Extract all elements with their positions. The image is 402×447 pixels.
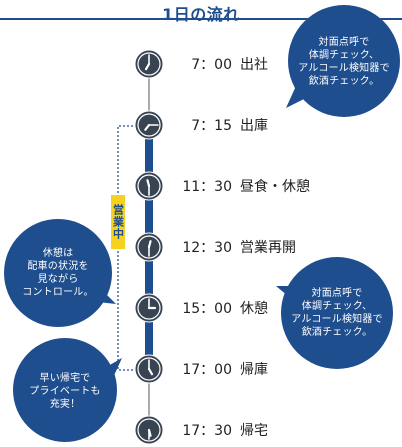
bubble-check-top-shape [288, 5, 400, 117]
schedule-time: 12：30 [182, 240, 232, 256]
bubble-check-bottom-tail [276, 286, 294, 296]
bubble-check-top-tail [286, 86, 306, 108]
schedule-row: 15：00 休憩 [0, 293, 402, 323]
schedule-time: 17：30 [182, 423, 232, 439]
working-label: 営業中 [111, 195, 125, 249]
bubble-home-shape [13, 338, 117, 442]
bubble-rest-tail [98, 292, 116, 304]
bubble-home: 早い帰宅で プライベートも 充実！ [29, 372, 101, 410]
schedule-event: 昼食・休憩 [240, 179, 310, 195]
schedule-time: 7：00 [191, 57, 232, 73]
clock-icon [134, 415, 164, 445]
schedule-row: 7：15 出庫 [0, 110, 402, 140]
title-rule [0, 18, 402, 20]
bubble-check-bottom: 対面点呼で 体調チェック、 アルコール検知器で 飲酒チェック。 [291, 288, 383, 338]
schedule-event: 休憩 [240, 301, 268, 317]
bubble-check-top: 対面点呼で 体調チェック、 アルコール検知器で 飲酒チェック。 [298, 37, 390, 87]
schedule-time: 7：15 [191, 118, 232, 134]
clock-icon [134, 49, 164, 79]
bubble-check-bottom-shape [281, 257, 393, 369]
schedule-row: 17：00 帰庫 [0, 354, 402, 384]
schedule-event: 出庫 [240, 118, 268, 134]
schedule-time: 15：00 [182, 301, 232, 317]
clock-icon [134, 232, 164, 262]
schedule-event: 帰庫 [240, 362, 268, 378]
bubble-rest: 休憩は 配車の状況を 見ながら コントロール。 [22, 248, 94, 298]
clock-icon [134, 171, 164, 201]
schedule-event: 出社 [240, 57, 268, 73]
bubble-rest-shape [4, 219, 112, 327]
clock-icon [134, 293, 164, 323]
schedule-event: 帰宅 [240, 423, 268, 439]
clock-icon [134, 110, 164, 140]
clock-icon [134, 354, 164, 384]
schedule-row: 11：30 昼食・休憩 [0, 171, 402, 201]
bubble-home-tail [108, 358, 122, 380]
schedule-row: 17：30 帰宅 [0, 415, 402, 445]
schedule-row: 12：30 営業再開 [0, 232, 402, 262]
schedule-row: 7：00 出社 [0, 49, 402, 79]
schedule-event: 営業再開 [240, 240, 296, 256]
schedule-time: 11：30 [182, 179, 232, 195]
schedule-time: 17：00 [182, 362, 232, 378]
